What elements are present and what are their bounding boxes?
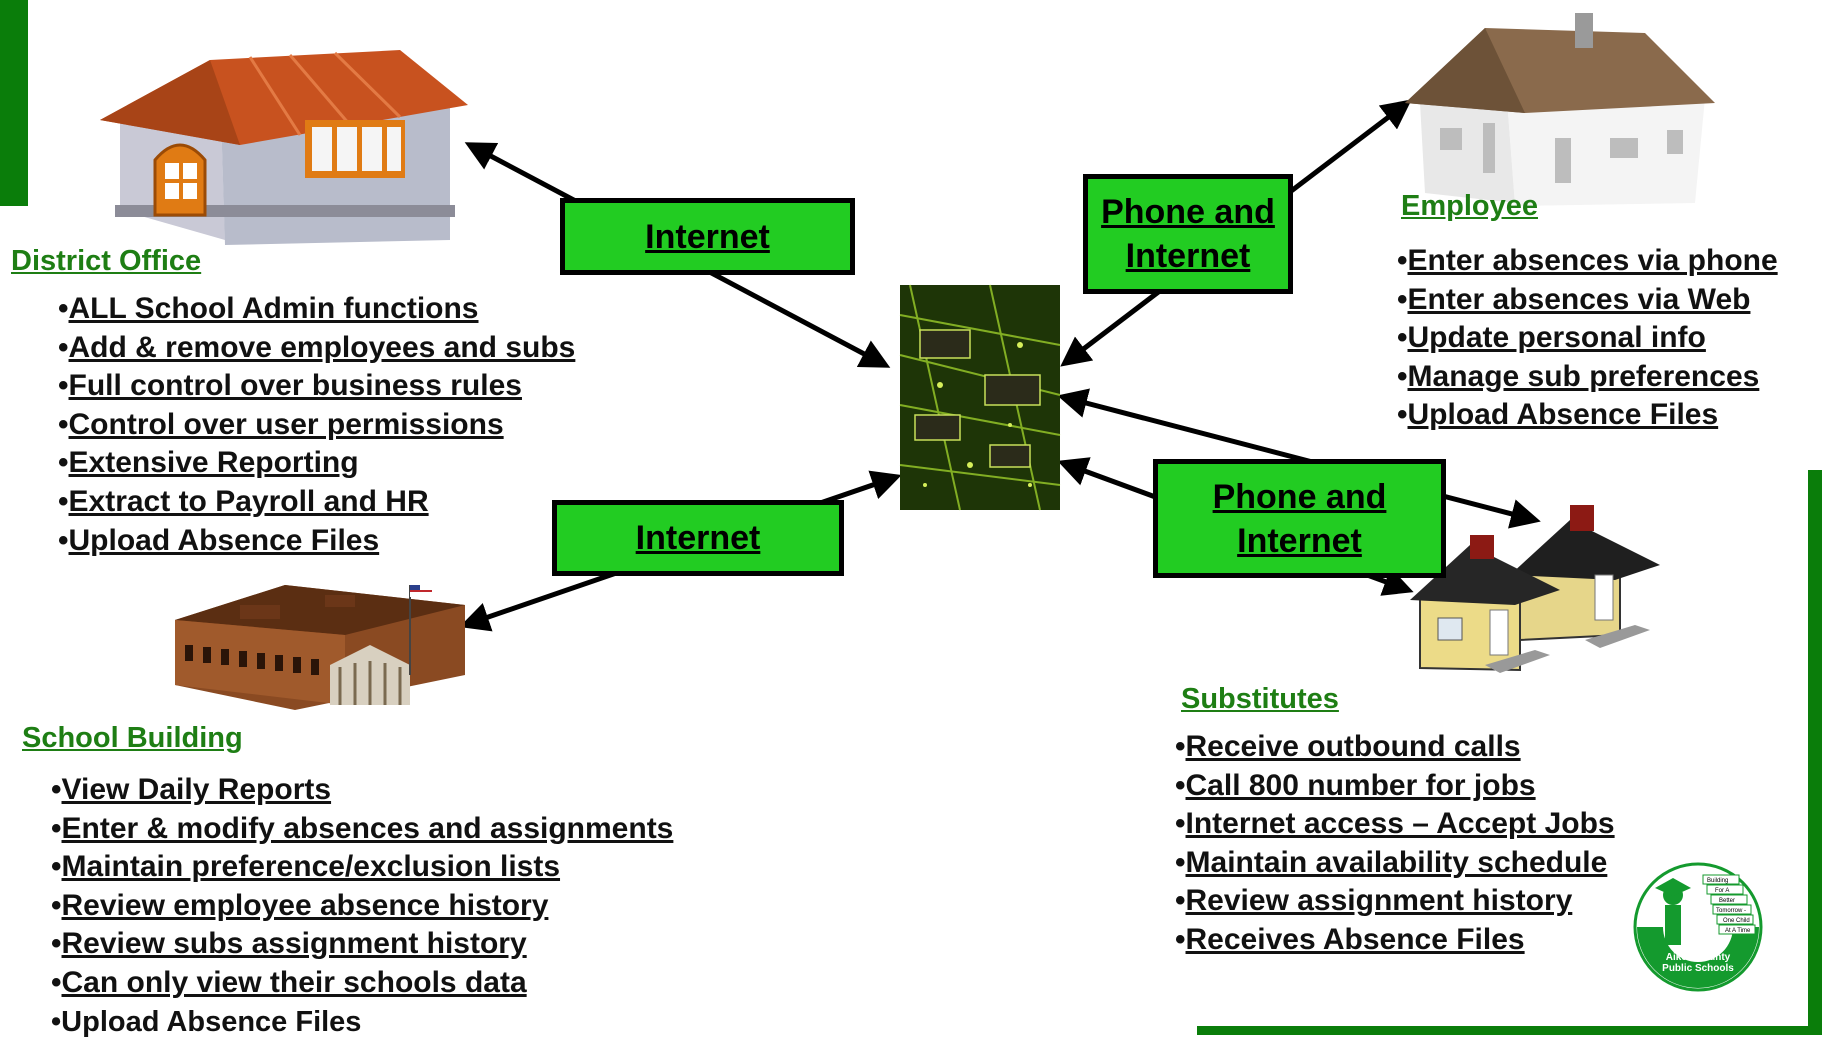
list-item[interactable]: Add & remove employees and subs — [58, 329, 576, 368]
logo-step-3: Tomorrow - — [1716, 908, 1746, 914]
list-item[interactable]: Enter absences via Web — [1397, 281, 1778, 320]
aiken-county-logo: Building For A Better Tomorrow - One Chi… — [1633, 862, 1763, 992]
employee-title: Employee — [1401, 190, 1538, 222]
list-item[interactable]: Extract to Payroll and HR — [58, 483, 575, 522]
logo-step-0: Building — [1707, 878, 1728, 884]
list-item[interactable]: Upload Absence Files — [58, 522, 575, 561]
connector-school-internet: Internet — [552, 500, 844, 576]
connector-district-internet: Internet — [560, 198, 855, 275]
list-item[interactable]: Can only view their schools data — [51, 964, 673, 1003]
district-office-icon — [100, 50, 468, 245]
district-office-title: District Office — [11, 245, 202, 277]
school-building-title: School Building — [22, 722, 243, 754]
list-item[interactable]: Enter & modify absences and assignments — [51, 810, 674, 849]
substitutes-title: Substitutes — [1181, 683, 1339, 715]
list-item[interactable]: Control over user permissions — [58, 406, 575, 445]
bottom-green-bar — [1197, 1026, 1822, 1035]
list-item[interactable]: Review subs assignment history — [51, 925, 673, 964]
connector-school-label: Internet — [635, 519, 761, 557]
district-office-list: ALL School Admin functions Add & remove … — [58, 290, 576, 561]
list-item[interactable]: Enter absences via phone — [1397, 242, 1778, 281]
list-item[interactable]: Extensive Reporting — [58, 444, 575, 483]
list-item[interactable]: ALL School Admin functions — [58, 290, 575, 329]
list-item[interactable]: Upload Absence Files — [1397, 396, 1778, 435]
connector-district-label: Internet — [645, 217, 770, 256]
list-item[interactable]: Review assignment history — [1175, 882, 1615, 921]
server-circuit-image — [899, 284, 1061, 511]
school-building-list: View Daily Reports Enter & modify absenc… — [51, 771, 673, 1041]
list-item[interactable]: Maintain preference/exclusion lists — [51, 848, 673, 887]
list-item[interactable]: Full control over business rules — [58, 367, 575, 406]
school-building-icon — [175, 585, 465, 710]
list-item: Upload Absence Files — [51, 1003, 673, 1041]
list-item[interactable]: Review employee absence history — [51, 887, 673, 926]
list-item[interactable]: Receives Absence Files — [1175, 921, 1615, 960]
list-item[interactable]: View Daily Reports — [51, 771, 673, 810]
employee-house-icon — [1405, 13, 1715, 206]
substitutes-list: Receive outbound calls Call 800 number f… — [1175, 728, 1615, 960]
employee-list: Enter absences via phone Enter absences … — [1397, 242, 1778, 435]
left-green-bar — [0, 0, 28, 206]
list-item[interactable]: Call 800 number for jobs — [1175, 767, 1615, 806]
list-item[interactable]: Manage sub preferences — [1397, 358, 1778, 397]
list-item[interactable]: Maintain availability schedule — [1175, 844, 1615, 883]
logo-step-4: One Child — [1723, 918, 1750, 924]
logo-step-1: For A — [1715, 888, 1729, 894]
substitutes-houses-icon — [1410, 505, 1660, 673]
logo-step-2: Better — [1719, 898, 1735, 904]
list-item[interactable]: Receive outbound calls — [1175, 728, 1615, 767]
logo-step-5: At A Time — [1725, 928, 1751, 934]
right-green-bar — [1808, 470, 1822, 1035]
list-item[interactable]: Internet access – Accept Jobs — [1175, 805, 1615, 844]
list-item[interactable]: Update personal info — [1397, 319, 1778, 358]
